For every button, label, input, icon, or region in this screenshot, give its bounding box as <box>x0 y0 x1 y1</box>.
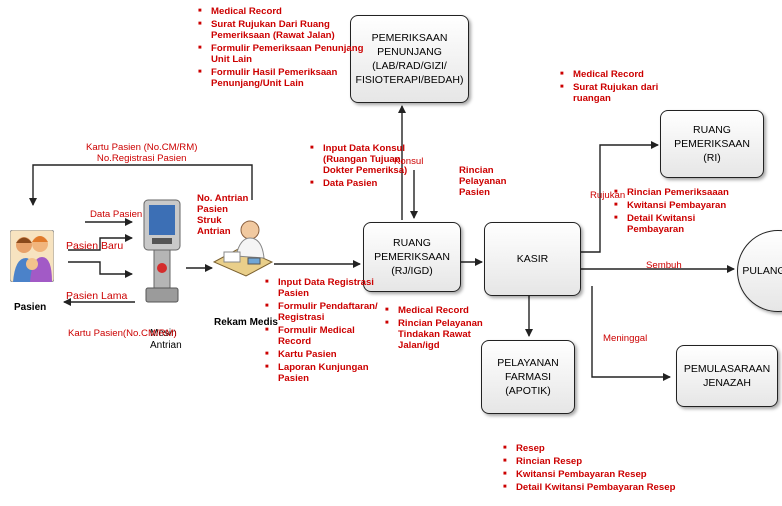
label-meninggal: Meninggal <box>603 333 648 344</box>
label-rekam-medis: Rekam Medis <box>214 317 278 328</box>
label-rujukan: Rujukan <box>590 190 626 201</box>
list-top-left: Medical Record Surat Rujukan Dari Ruang … <box>196 6 371 91</box>
list-item: Data Pasien <box>310 178 415 189</box>
label-no-antrian: No. Antrian Pasien Struk Antrian <box>197 193 249 237</box>
list-item: Formulir Hasil Pemeriksaan Penunjang/Uni… <box>198 67 371 89</box>
label-rincian-pelayanan-pasien: Rincian Pelayanan Pasien <box>459 165 507 198</box>
list-top-right: Medical Record Surat Rujukan dari ruanga… <box>558 69 683 106</box>
list-input-konsul: Input Data Konsul (Ruangan Tujuan, Dokte… <box>308 143 415 191</box>
list-item: Laporan Kunjungan Pasien <box>265 362 388 384</box>
list-ruang-out: Medical Record Rincian Pelayanan Tindaka… <box>383 305 498 353</box>
node-kasir: KASIR <box>484 222 581 296</box>
list-farmasi: Resep Rincian Resep Kwitansi Pembayaran … <box>501 443 716 495</box>
list-item: Formulir Medical Record <box>265 325 388 347</box>
list-item: Kwitansi Pembayaran Resep <box>503 469 716 480</box>
list-item: Medical Record <box>385 305 498 316</box>
label-data-pasien: Data Pasien <box>90 209 143 220</box>
label-pasien: Pasien <box>14 302 47 313</box>
label-sembuh: Sembuh <box>646 260 682 271</box>
list-item: Rincian Pemeriksaaan <box>614 187 747 198</box>
label-kartu-pasien-bottom: Kartu Pasien(No.CM/RM) <box>68 328 177 339</box>
list-rekam-medis-out: Input Data Registrasi Pasien Formulir Pe… <box>263 277 388 386</box>
node-ruang-pemeriksaan-ri: RUANG PEMERIKSAAN (RI) <box>660 110 764 178</box>
node-pemulasaraan-jenazah: PEMULASARAAN JENAZAH <box>676 345 778 407</box>
arrow-kartu-to-pasien <box>29 164 253 206</box>
list-item: Detail Kwitansi Pembayaran <box>614 213 747 235</box>
list-item: Resep <box>503 443 716 454</box>
label-pasien-baru: Pasien Baru <box>66 240 124 252</box>
list-item: Surat Rujukan Dari Ruang Pemeriksaan (Ra… <box>198 19 371 41</box>
label-mesin-antrian: Mesin Antrian <box>150 328 182 351</box>
list-item: Input Data Registrasi Pasien <box>265 277 388 299</box>
list-item: Medical Record <box>560 69 683 80</box>
list-item: Kwitansi Pembayaran <box>614 200 747 211</box>
list-item: Rincian Pelayanan Tindakan Rawat Jalan/i… <box>385 318 498 351</box>
list-item: Medical Record <box>198 6 371 17</box>
arrow-kasir-jenazah <box>591 286 671 381</box>
list-item: Rincian Resep <box>503 456 716 467</box>
label-pasien-lama: Pasien Lama <box>66 290 128 302</box>
arrow-kasir-ri <box>580 141 659 253</box>
arrow-pasien-lama <box>68 261 133 278</box>
medical-record-clerk-icon <box>212 220 274 277</box>
queue-machine-icon <box>143 199 181 303</box>
list-item: Surat Rujukan dari ruangan <box>560 82 683 104</box>
label-kartu-pasien-top: Kartu Pasien (No.CM/RM) No.Registrasi Pa… <box>86 142 198 164</box>
list-item: Detail Kwitansi Pembayaran Resep <box>503 482 716 493</box>
list-item: Formulir Pemeriksaan Penunjang Unit Lain <box>198 43 371 65</box>
node-pelayanan-farmasi: PELAYANAN FARMASI (APOTIK) <box>481 340 575 414</box>
patient-family-icon <box>10 230 54 282</box>
list-item: Input Data Konsul (Ruangan Tujuan, Dokte… <box>310 143 415 176</box>
list-item: Kartu Pasien <box>265 349 388 360</box>
arrow-pasien-baru <box>68 234 133 251</box>
list-kasir-ri: Rincian Pemeriksaaan Kwitansi Pembayaran… <box>612 187 747 237</box>
list-item: Formulir Pendaftaran/ Registrasi <box>265 301 388 323</box>
